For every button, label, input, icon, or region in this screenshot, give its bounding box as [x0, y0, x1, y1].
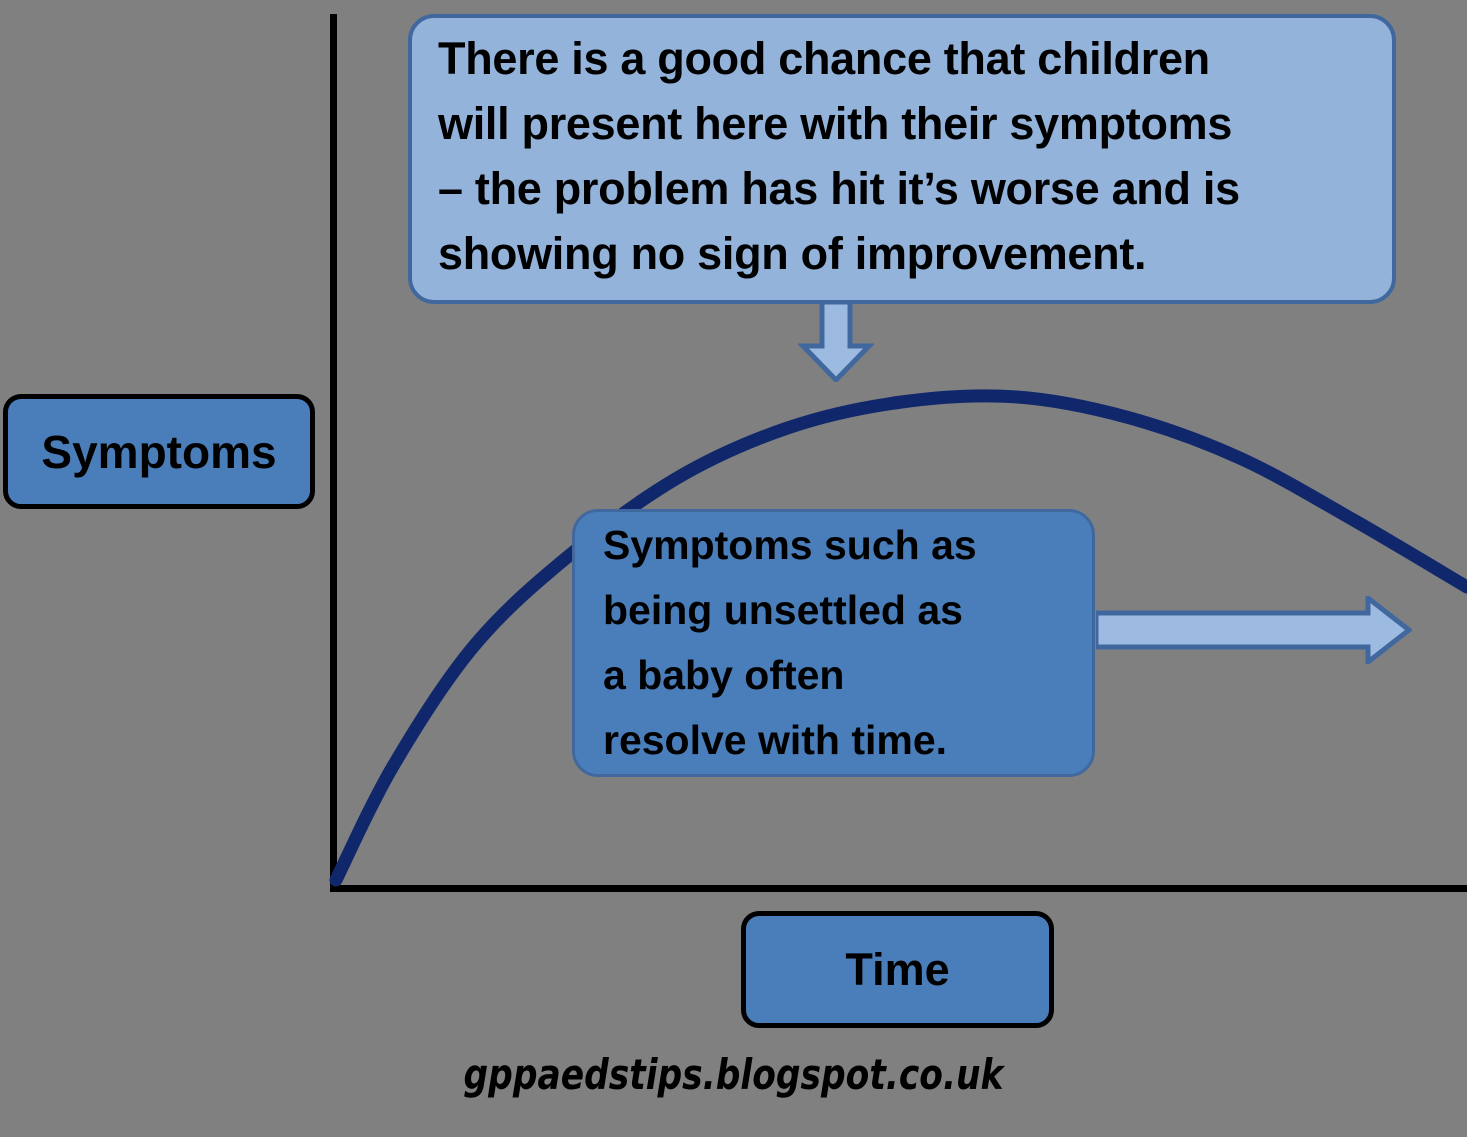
y-axis-line: [330, 14, 337, 892]
callout-mid-text: Symptoms such as being unsettled as a ba…: [603, 513, 977, 772]
callout-top-line-4: showing no sign of improvement.: [438, 227, 1147, 279]
down-arrow-icon: [798, 302, 874, 382]
source-url-text: gppaedstips.blogspot.co.uk: [463, 1050, 1004, 1099]
callout-mid-line-3: a baby often: [603, 652, 845, 698]
x-axis-label[interactable]: Time: [741, 911, 1054, 1028]
callout-top-line-1: There is a good chance that children: [438, 33, 1210, 85]
x-axis-line: [330, 885, 1467, 892]
callout-top-line-2: will present here with their symptoms: [438, 98, 1233, 150]
callout-top-text: There is a good chance that children wil…: [438, 27, 1240, 286]
callout-top-line-3: – the problem has hit it’s worse and is: [438, 163, 1240, 214]
x-axis-label-text: Time: [845, 943, 950, 995]
callout-resolution[interactable]: Symptoms such as being unsettled as a ba…: [572, 509, 1095, 777]
y-axis-label[interactable]: Symptoms: [3, 394, 315, 509]
right-arrow-icon: [1096, 596, 1412, 664]
callout-mid-line-1: Symptoms such as: [603, 522, 977, 569]
callout-mid-line-2: being unsettled as: [603, 587, 963, 634]
callout-peak-symptoms[interactable]: There is a good chance that children wil…: [408, 14, 1396, 304]
callout-mid-line-4: resolve with time.: [603, 716, 948, 763]
y-axis-label-text: Symptoms: [41, 425, 277, 478]
